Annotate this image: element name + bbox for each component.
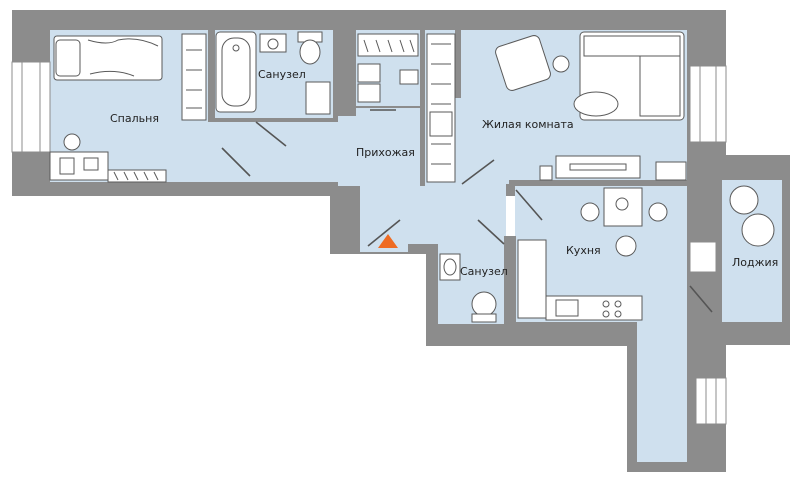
floor-corridor xyxy=(637,322,687,462)
doors xyxy=(221,109,713,313)
shoe-rack xyxy=(107,169,167,183)
kitchen-furniture xyxy=(517,187,668,321)
floor-hallway-lower xyxy=(360,186,506,252)
closet-fixtures xyxy=(357,33,419,103)
window-bedroom xyxy=(11,61,51,153)
desk xyxy=(49,151,109,181)
living-room-furniture xyxy=(495,31,687,181)
floor-bedroom-lower xyxy=(180,122,350,182)
microwave xyxy=(655,161,687,181)
label-bedroom: Спальня xyxy=(110,112,159,125)
coffee-table xyxy=(573,91,619,117)
interior-walls xyxy=(208,30,722,326)
bedroom-furniture xyxy=(49,33,207,183)
window-living xyxy=(689,65,727,143)
label-loggia: Лоджия xyxy=(732,256,778,269)
label-bathroom-top: Санузел xyxy=(258,68,306,81)
hallway-wardrobe xyxy=(426,33,456,183)
window-loggia-left xyxy=(689,241,717,273)
chair xyxy=(63,133,81,151)
label-kitchen: Кухня xyxy=(566,244,601,257)
washer xyxy=(305,81,331,115)
label-bathroom-bottom: Санузел xyxy=(460,265,508,278)
window-corridor xyxy=(695,377,727,425)
bathroom-top-fixtures xyxy=(215,31,331,115)
bathroom-bottom-fixtures xyxy=(439,253,497,323)
side-table xyxy=(552,55,570,73)
fridge xyxy=(517,239,547,319)
label-hallway: Прихожая xyxy=(356,146,415,159)
loggia-furniture xyxy=(729,185,775,247)
bed xyxy=(53,35,163,81)
toilet-bottom xyxy=(471,291,497,317)
label-living-room: Жилая комната xyxy=(482,118,574,131)
windows xyxy=(11,61,727,425)
room-labels: Спальня Санузел Прихожая Жилая комната К… xyxy=(110,68,778,278)
wardrobe-bedroom xyxy=(181,33,207,121)
entrance-arrow-icon xyxy=(378,234,398,248)
